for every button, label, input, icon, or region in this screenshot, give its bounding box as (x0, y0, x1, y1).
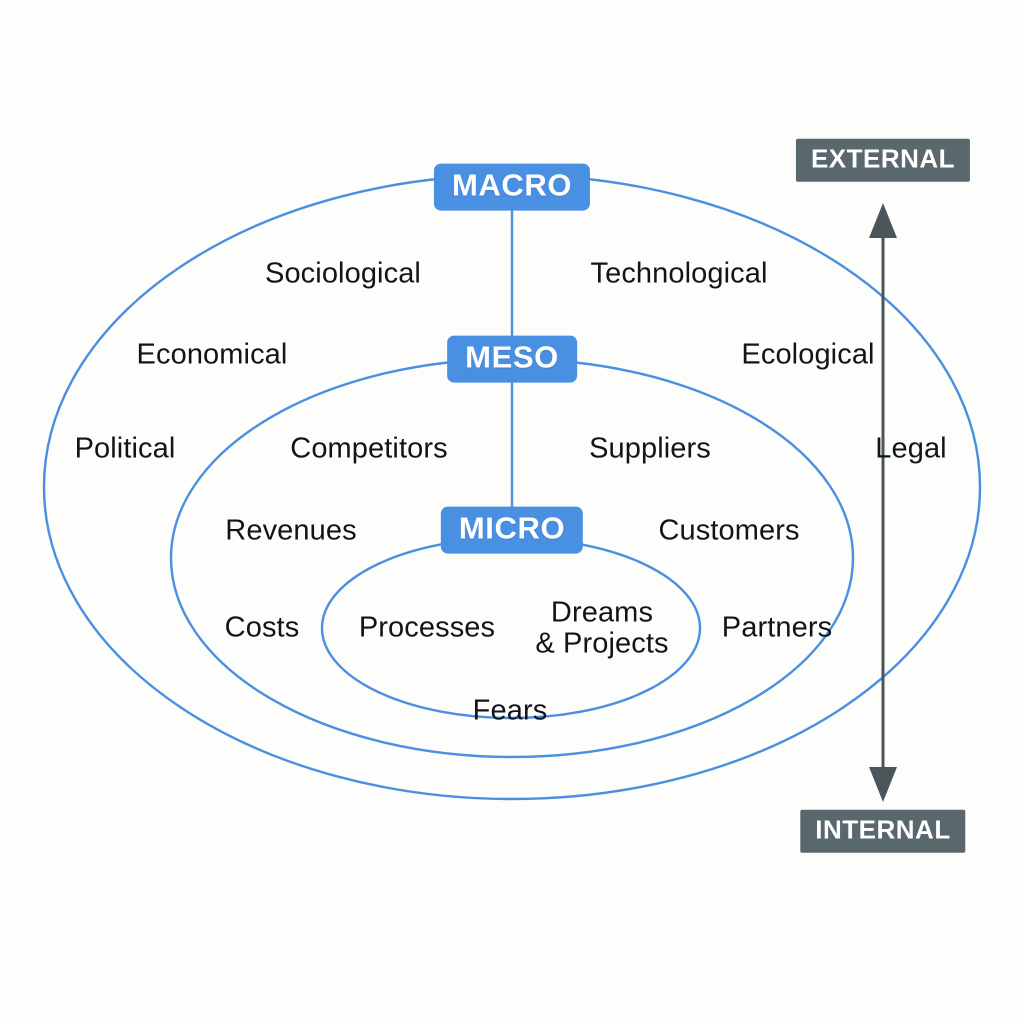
meso-term-costs: Costs (224, 611, 300, 644)
macro-term-sociological: Sociological (265, 257, 421, 290)
macro-term-technological: Technological (590, 257, 768, 290)
macro-term-political: Political (74, 432, 176, 465)
macro-term-economical: Economical (136, 338, 288, 371)
meso-term-competitors: Competitors (290, 432, 448, 465)
micro-term-dreams-and-projects: Dreams & Projects (535, 596, 669, 660)
ring-badge-macro[interactable]: MACRO (433, 163, 591, 211)
macro-term-ecological: Ecological (741, 338, 875, 371)
ring-badge-micro[interactable]: MICRO (440, 506, 584, 554)
ring-badge-meso[interactable]: MESO (447, 335, 577, 383)
meso-term-partners: Partners (721, 611, 833, 644)
micro-term-fears: Fears (472, 694, 548, 727)
meso-term-revenues: Revenues (225, 514, 357, 547)
meso-term-customers: Customers (658, 514, 800, 547)
micro-term-processes: Processes (358, 611, 496, 644)
axis-arrow-up-icon (869, 203, 897, 238)
axis-arrow-down-icon (869, 767, 897, 802)
badge-external: EXTERNAL (795, 138, 971, 182)
meso-term-suppliers: Suppliers (589, 432, 711, 465)
badge-internal: INTERNAL (800, 809, 966, 853)
macro-term-legal: Legal (875, 432, 947, 465)
